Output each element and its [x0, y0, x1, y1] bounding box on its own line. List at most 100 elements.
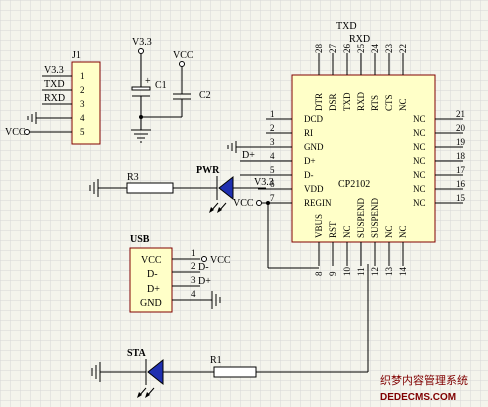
ic-left-pin-num: 7	[270, 193, 275, 203]
ic-net-dplus: D+	[242, 150, 255, 161]
ic-bottom-pin-num: 10	[342, 267, 352, 277]
j1-body	[71, 61, 101, 145]
usb-row-gnd: GND	[140, 298, 162, 309]
vcc-terminal-icon-4	[201, 256, 207, 262]
light-emit-arrows-icon-2	[137, 387, 155, 398]
usb-ref: USB	[130, 234, 150, 245]
ic-right-pin-num: 21	[456, 109, 465, 119]
ic-bottom-pin-name: NC	[384, 225, 394, 238]
usb-dplus-label: D+	[198, 276, 211, 287]
ic-right-pin-name: NC	[413, 142, 426, 152]
watermark-line2: DEDECMS.COM	[380, 392, 456, 403]
pwr-label: PWR	[196, 165, 220, 176]
ic-body	[291, 74, 436, 243]
usb-pin-2: 2	[191, 261, 196, 271]
ic-top-pin-num: 27	[328, 44, 338, 54]
watermark: 织梦内容管理系统 DEDECMS.COM	[380, 373, 468, 403]
capacitor-group: V3.3 + C1 VCC C2	[131, 37, 211, 143]
ic-right-pin-num: 18	[456, 151, 466, 161]
ic-cp2102: CP2102	[291, 74, 436, 243]
ic-left-pin-name: REGIN	[304, 198, 332, 208]
vcc-terminal-icon-3	[256, 200, 262, 206]
j1-vcc-label: VCC	[5, 127, 26, 138]
ic-top-pin-name: TXD	[342, 92, 352, 111]
c1-plate-top	[131, 86, 151, 91]
j1-ref: J1	[72, 50, 81, 61]
ic-net-rxd: RXD	[349, 34, 370, 45]
ic-top-pin-name: DSR	[328, 93, 338, 111]
ic-top-pin-name: RXD	[356, 91, 366, 111]
ic-right-pin-name: NC	[413, 114, 426, 124]
ic-net-v33: V3.3	[254, 177, 274, 188]
usb-row-dplus: D+	[147, 284, 160, 295]
c1-plus: +	[145, 76, 151, 87]
usb-row-vcc: VCC	[141, 255, 162, 266]
ic-top-pin-num: 22	[398, 44, 408, 53]
ic-top-pin-num: 28	[314, 44, 324, 54]
watermark-line1: 织梦内容管理系统	[380, 373, 468, 387]
usb-vcc-label: VCC	[210, 255, 231, 266]
ic-right-pin-name: NC	[413, 156, 426, 166]
ic-bottom-pin-num: 9	[328, 271, 338, 276]
usb-pin-4: 4	[191, 289, 196, 299]
ic-left-pin-num: 6	[270, 179, 275, 189]
ground-icon	[27, 112, 37, 124]
ic-top-pin-num: 26	[342, 44, 352, 54]
ic-top-wiring: TXD RXD	[336, 21, 370, 45]
cap-vcc-label: VCC	[173, 50, 194, 61]
ic-right-pin-num: 20	[456, 123, 466, 133]
c2-ref: C2	[199, 90, 211, 101]
ground-icon-5	[211, 291, 221, 309]
r1-body	[213, 366, 257, 378]
ic-right-pin-name: NC	[413, 198, 426, 208]
ic-right-pin-num: 19	[456, 137, 466, 147]
usb-connector: USB VCC D- D+ GND 1 2 3 4 VCC D- D+	[129, 234, 231, 313]
ic-bottom-pin-num: 11	[356, 267, 366, 276]
vcc-terminal-icon-2	[179, 61, 185, 67]
ic-left-pin-name: DCD	[304, 114, 324, 124]
ic-top-pin-name: RTS	[370, 95, 380, 111]
light-emit-arrows-icon	[209, 202, 227, 213]
j1-pin-1: 1	[80, 71, 85, 81]
usb-body	[129, 247, 173, 313]
usb-pin-1: 1	[191, 248, 196, 258]
ic-top-pin-name: NC	[398, 98, 408, 111]
ic-net-txd: TXD	[336, 21, 357, 32]
ic-left-pin-num: 5	[270, 165, 275, 175]
vcc-terminal-icon	[24, 129, 30, 135]
ic-net-vcc: VCC	[233, 198, 254, 209]
ic-bottom-pin-name: NC	[398, 225, 408, 238]
usb-pin-3: 3	[191, 275, 196, 285]
connector-j1: J1 1 2 3 4 5 V3.3 TXD RXD VCC	[5, 50, 101, 145]
r1-ref: R1	[210, 355, 222, 366]
pwr-led-group: R3 PWR	[89, 165, 266, 213]
ic-right-pin-num: 16	[456, 179, 466, 189]
ic-left-pin-name: D+	[304, 156, 316, 166]
r3-ref: R3	[127, 172, 139, 183]
ic-top-pin-name: CTS	[384, 94, 394, 111]
j1-pin-2: 2	[80, 85, 85, 95]
ic-bottom-pin-num: 14	[398, 267, 408, 277]
sta-label: STA	[127, 348, 146, 359]
j1-pin-5: 5	[80, 127, 85, 137]
j1-label-rxd: RXD	[44, 93, 65, 104]
j1-pin-4: 4	[80, 113, 85, 123]
ic-bottom-pin-name: NC	[342, 225, 352, 238]
j1-label-txd: TXD	[44, 79, 65, 90]
c1-ref: C1	[155, 80, 167, 91]
ic-name: CP2102	[338, 179, 370, 190]
ic-left-pin-name: VDD	[304, 184, 324, 194]
ic-right-pin-num: 17	[456, 165, 466, 175]
ic-left-pin-name: RI	[304, 128, 313, 138]
ic-top-pin-num: 23	[384, 44, 394, 54]
ic-top-pin-name: DTR	[314, 93, 324, 111]
ic-bottom-pin-num: 8	[314, 271, 324, 276]
ic-left-pin-name: GND	[304, 142, 324, 152]
ground-icon-2	[131, 129, 151, 143]
usb-row-dminus: D-	[147, 269, 158, 280]
ic-right-pin-num: 15	[456, 193, 466, 203]
ic-right-pin-name: NC	[413, 128, 426, 138]
ic-right-pin-name: NC	[413, 170, 426, 180]
